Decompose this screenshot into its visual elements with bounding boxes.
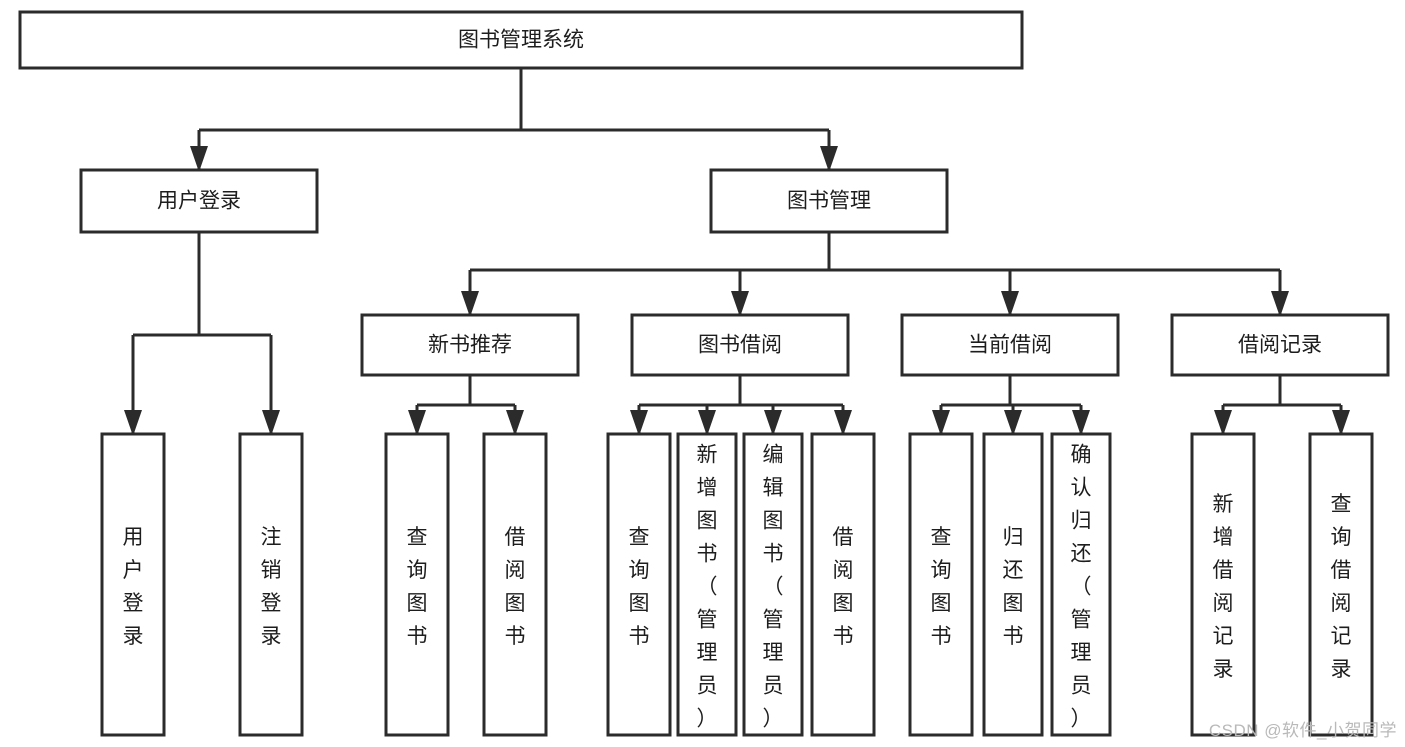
node-box-leaf bbox=[810, 432, 876, 737]
arrow-head-icon bbox=[124, 410, 142, 436]
node-box-leaf bbox=[742, 432, 804, 737]
node-label: 借阅图书 bbox=[833, 526, 854, 648]
node-box-level2 bbox=[1170, 313, 1390, 377]
arrow-head-icon bbox=[506, 410, 524, 436]
node-label: 新书推荐 bbox=[428, 334, 512, 357]
arrow-head-icon bbox=[461, 291, 479, 317]
connector-current-borrow-to-leaves bbox=[932, 375, 1090, 436]
node-leaf-edit-book-admin[interactable]: 编辑图书（管理员） bbox=[742, 432, 804, 737]
connector-layer bbox=[124, 68, 1350, 436]
node-box-leaf bbox=[238, 432, 304, 737]
node-new-book-recommend[interactable]: 新书推荐 bbox=[360, 313, 580, 377]
node-box-leaf bbox=[676, 432, 738, 737]
node-leaf-logout-login[interactable]: 注销登录 bbox=[238, 432, 304, 737]
node-box-leaf bbox=[1190, 432, 1256, 737]
node-book-management[interactable]: 图书管理 bbox=[709, 168, 949, 234]
csdn-watermark: CSDN @软件_小贺同学 bbox=[1208, 721, 1397, 740]
connector-new-book-recommend-to-leaves bbox=[408, 375, 524, 436]
node-current-borrow[interactable]: 当前借阅 bbox=[900, 313, 1120, 377]
node-leaf-borrow-book[interactable]: 借阅图书 bbox=[810, 432, 876, 737]
node-label: 注销登录 bbox=[261, 526, 282, 648]
arrow-head-icon bbox=[820, 146, 838, 172]
node-box-leaf bbox=[982, 432, 1044, 737]
arrow-head-icon bbox=[834, 410, 852, 436]
connector-book-borrow-to-leaves bbox=[630, 375, 852, 436]
node-box-leaf bbox=[1308, 432, 1374, 737]
node-label: 图书借阅 bbox=[698, 334, 782, 357]
node-label: 查询图书 bbox=[629, 526, 650, 648]
node-label: 编辑图书（管理员） bbox=[763, 444, 784, 731]
node-box-root bbox=[18, 10, 1024, 70]
node-box-level2 bbox=[360, 313, 580, 377]
connector-book-management-to-level2 bbox=[461, 232, 1289, 317]
arrow-head-icon bbox=[1271, 291, 1289, 317]
arrow-head-icon bbox=[630, 410, 648, 436]
node-leaf-borrow-book-recommend[interactable]: 借阅图书 bbox=[482, 432, 548, 737]
node-layer: 图书管理系统用户登录图书管理新书推荐图书借阅当前借阅借阅记录用户登录注销登录查询… bbox=[18, 10, 1390, 737]
node-box-leaf bbox=[1050, 432, 1112, 737]
node-box-level2 bbox=[630, 313, 850, 377]
node-label: 查询图书 bbox=[931, 526, 952, 648]
node-label: 当前借阅 bbox=[968, 334, 1052, 357]
node-leaf-query-book-borrow[interactable]: 查询图书 bbox=[606, 432, 672, 737]
arrow-head-icon bbox=[408, 410, 426, 436]
node-label: 图书管理 bbox=[787, 190, 871, 213]
node-box-level1 bbox=[709, 168, 949, 234]
node-box-leaf bbox=[908, 432, 974, 737]
node-leaf-return-book[interactable]: 归还图书 bbox=[982, 432, 1044, 737]
node-borrow-record[interactable]: 借阅记录 bbox=[1170, 313, 1390, 377]
node-leaf-query-book-current[interactable]: 查询图书 bbox=[908, 432, 974, 737]
arrow-head-icon bbox=[731, 291, 749, 317]
arrow-head-icon bbox=[698, 410, 716, 436]
arrow-head-icon bbox=[1001, 291, 1019, 317]
arrow-head-icon bbox=[932, 410, 950, 436]
node-label: 归还图书 bbox=[1003, 526, 1024, 648]
node-label: 查询借阅记录 bbox=[1331, 493, 1352, 681]
node-label: 查询图书 bbox=[407, 526, 428, 648]
node-leaf-user-login[interactable]: 用户登录 bbox=[100, 432, 166, 737]
node-label: 借阅记录 bbox=[1238, 334, 1322, 357]
node-label: 新增借阅记录 bbox=[1213, 493, 1234, 681]
connector-user-login-to-leaves bbox=[124, 232, 280, 436]
node-box-level2 bbox=[900, 313, 1120, 377]
node-user-login[interactable]: 用户登录 bbox=[79, 168, 319, 234]
arrow-head-icon bbox=[1072, 410, 1090, 436]
node-label: 用户登录 bbox=[123, 526, 144, 648]
node-label: 图书管理系统 bbox=[458, 29, 584, 52]
node-leaf-query-borrow-record[interactable]: 查询借阅记录 bbox=[1308, 432, 1374, 737]
node-label: 用户登录 bbox=[157, 190, 241, 213]
node-label: 新增图书（管理员） bbox=[697, 444, 718, 731]
connector-borrow-record-to-leaves bbox=[1214, 375, 1350, 436]
node-leaf-add-book-admin[interactable]: 新增图书（管理员） bbox=[676, 432, 738, 737]
node-label: 确认归还（管理员） bbox=[1071, 444, 1092, 731]
node-box-leaf bbox=[100, 432, 166, 737]
node-label: 借阅图书 bbox=[505, 526, 526, 648]
arrow-head-icon bbox=[190, 146, 208, 172]
arrow-head-icon bbox=[1214, 410, 1232, 436]
arrow-head-icon bbox=[262, 410, 280, 436]
node-leaf-confirm-return-admin[interactable]: 确认归还（管理员） bbox=[1050, 432, 1112, 737]
arrow-head-icon bbox=[764, 410, 782, 436]
node-leaf-query-book-recommend[interactable]: 查询图书 bbox=[384, 432, 450, 737]
node-box-leaf bbox=[606, 432, 672, 737]
node-box-leaf bbox=[384, 432, 450, 737]
node-book-borrow[interactable]: 图书借阅 bbox=[630, 313, 850, 377]
node-box-level1 bbox=[79, 168, 319, 234]
node-box-leaf bbox=[482, 432, 548, 737]
arrow-head-icon bbox=[1004, 410, 1022, 436]
connector-root-to-level1 bbox=[190, 68, 838, 172]
arrow-head-icon bbox=[1332, 410, 1350, 436]
node-leaf-add-borrow-record[interactable]: 新增借阅记录 bbox=[1190, 432, 1256, 737]
node-root[interactable]: 图书管理系统 bbox=[18, 10, 1024, 70]
